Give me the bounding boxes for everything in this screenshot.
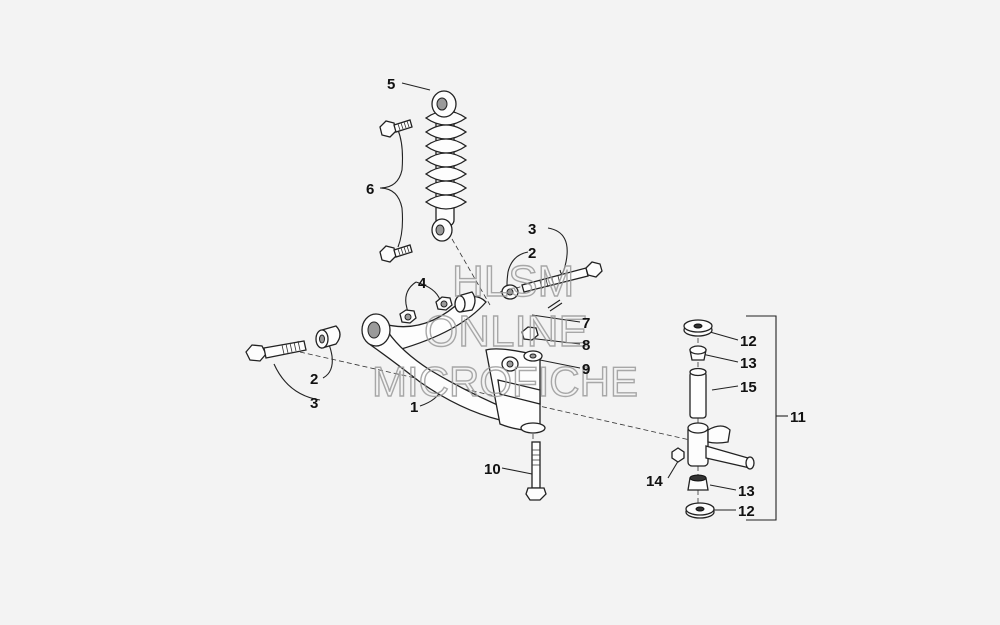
callouts: 5 6 3 2 4 7 8 9 2 3 1 10 12 13 15 11 14 … [310, 76, 806, 520]
callout-7: 7 [582, 315, 590, 332]
spindle-cap-bottom [685, 502, 715, 519]
callout-8: 8 [582, 337, 590, 354]
bearing-bottom [687, 474, 709, 491]
callout-2-lower: 2 [310, 371, 318, 388]
callout-2-upper: 2 [528, 245, 536, 262]
castle-nut [521, 326, 539, 341]
callout-12-upper: 12 [740, 333, 757, 350]
callout-12-lower: 12 [738, 503, 755, 520]
spindle-sleeve [689, 367, 707, 419]
callout-9: 9 [582, 361, 590, 378]
leader-lines [273, 82, 788, 521]
nut-upper [435, 296, 453, 311]
bushing-left [315, 325, 341, 349]
bushing-center [454, 291, 476, 313]
callout-3-lower: 3 [310, 395, 318, 412]
ball-joint-bolt [525, 441, 547, 501]
grease-fitting [671, 447, 685, 463]
bushing-right [501, 284, 519, 300]
a-arm [361, 295, 546, 434]
watermark-line1: HLSM [452, 257, 574, 306]
callout-4: 4 [418, 275, 427, 292]
shock-absorber [424, 90, 468, 242]
nut-left [399, 309, 417, 324]
callout-14: 14 [646, 473, 663, 490]
callout-10: 10 [484, 461, 501, 478]
callout-13-lower: 13 [738, 483, 755, 500]
shock-bolt-lower [379, 244, 413, 263]
watermark: HLSM ONLINE MICROFICHE [371, 256, 638, 405]
callout-15: 15 [740, 379, 757, 396]
watermark-line2: ONLINE [424, 307, 588, 356]
callout-6: 6 [366, 181, 374, 198]
bolt-left [245, 340, 307, 362]
callout-5: 5 [387, 76, 395, 93]
shock-bolt-upper [379, 119, 413, 138]
spindle [687, 422, 755, 470]
bearing-top [689, 345, 707, 361]
callout-11: 11 [790, 409, 806, 426]
washer [523, 350, 543, 362]
watermark-line3: MICROFICHE [372, 358, 638, 405]
callout-3-upper: 3 [528, 221, 536, 238]
spindle-cap-top [683, 319, 713, 337]
bolt-right [521, 261, 603, 293]
callout-13-upper: 13 [740, 355, 757, 372]
callout-1: 1 [410, 399, 418, 416]
cotter-pin [547, 299, 563, 312]
